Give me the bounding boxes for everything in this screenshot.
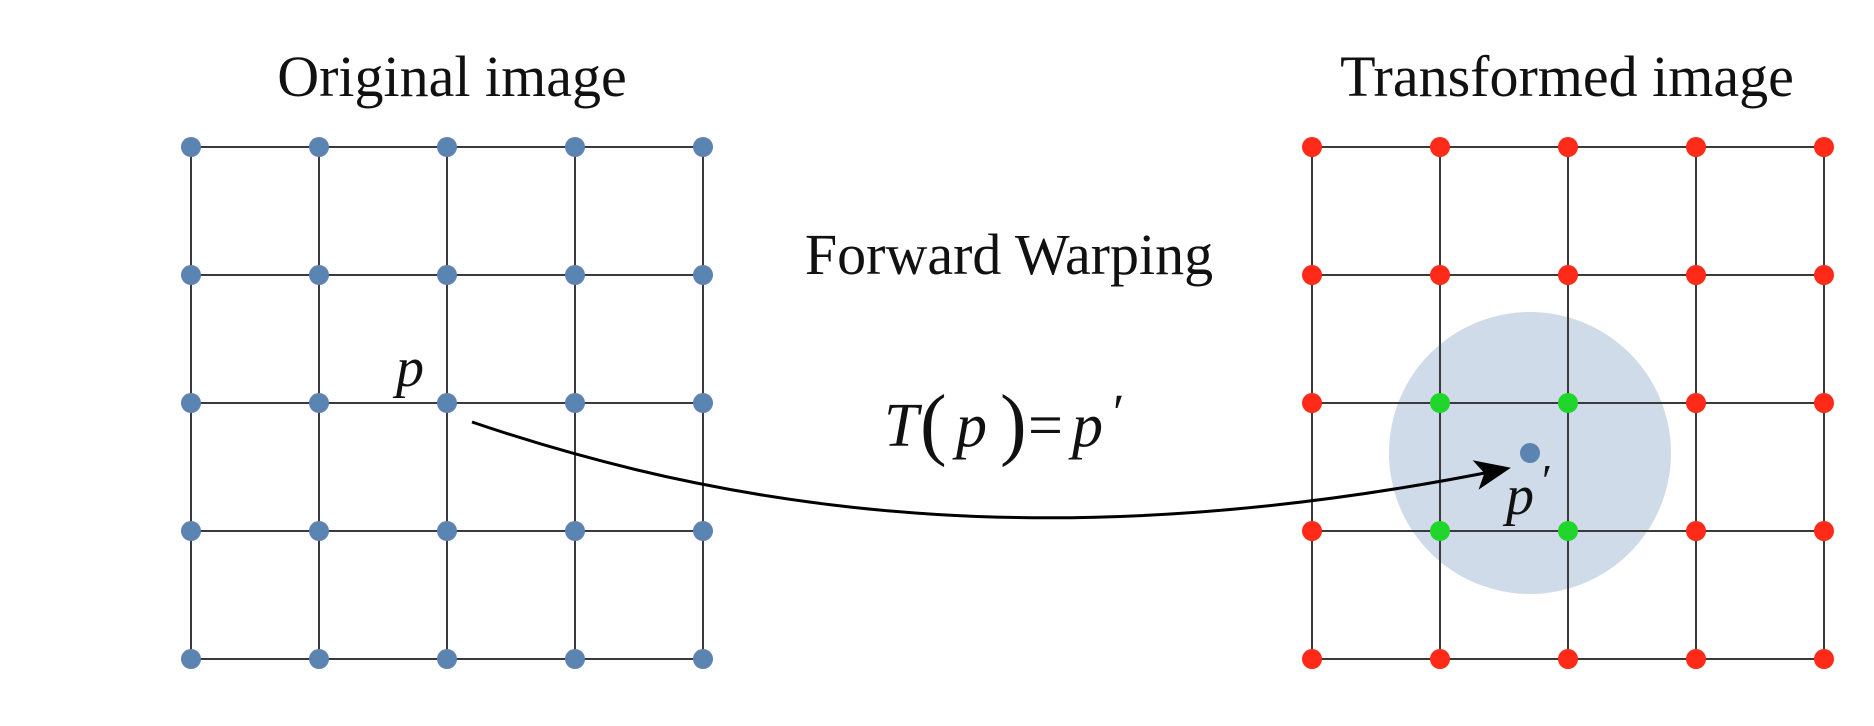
- original-image-grid: [181, 137, 713, 669]
- original-grid-node: [565, 649, 585, 669]
- transformed-grid-node: [1814, 649, 1834, 669]
- equation-p: p: [952, 392, 987, 460]
- original-grid-node: [437, 137, 457, 157]
- transformed-grid-node: [1686, 137, 1706, 157]
- mapped-point-label: p: [1502, 465, 1534, 527]
- equation-close-paren: ): [1000, 380, 1027, 468]
- equation-open-paren: (: [920, 380, 947, 468]
- transformed-grid-node: [1302, 649, 1322, 669]
- neighbor-grid-node: [1558, 521, 1578, 541]
- original-grid-node: [693, 649, 713, 669]
- equation-p-prime: p: [1068, 392, 1103, 460]
- original-grid-node: [181, 521, 201, 541]
- transformed-grid-node: [1558, 649, 1578, 669]
- original-grid-node: [565, 521, 585, 541]
- transformed-grid-node: [1558, 137, 1578, 157]
- forward-warping-caption: Forward Warping: [805, 222, 1213, 287]
- original-grid-node: [693, 137, 713, 157]
- mapped-point-dot: [1520, 443, 1540, 463]
- transformed-grid-node: [1558, 265, 1578, 285]
- transformed-grid-node: [1430, 265, 1450, 285]
- original-grid-node: [437, 393, 457, 413]
- transformed-grid-node: [1686, 393, 1706, 413]
- original-grid-node: [309, 265, 329, 285]
- transformed-grid-node: [1430, 137, 1450, 157]
- equation-equals: =: [1028, 392, 1063, 460]
- original-point-label: p: [392, 337, 424, 399]
- transformed-grid-node: [1686, 521, 1706, 541]
- transformed-grid-node: [1430, 649, 1450, 669]
- original-grid-node: [437, 265, 457, 285]
- warp-arrow: [471, 420, 1511, 520]
- transformed-grid-node: [1302, 265, 1322, 285]
- transformed-grid-node: [1814, 393, 1834, 413]
- mapped-point-prime-mark: ′: [1542, 455, 1552, 506]
- original-grid-node: [693, 265, 713, 285]
- neighbor-grid-node: [1558, 393, 1578, 413]
- transformed-grid-node: [1302, 137, 1322, 157]
- original-grid-node: [181, 393, 201, 413]
- original-grid-node: [565, 265, 585, 285]
- transformed-image-title: Transformed image: [1340, 44, 1794, 109]
- transformed-grid-node: [1302, 393, 1322, 413]
- original-grid-node: [437, 649, 457, 669]
- transformed-grid-node: [1814, 265, 1834, 285]
- original-grid-node: [693, 521, 713, 541]
- original-grid-node: [565, 393, 585, 413]
- original-grid-node: [309, 649, 329, 669]
- original-grid-node: [181, 137, 201, 157]
- transformed-grid-node: [1814, 521, 1834, 541]
- original-grid-node: [437, 521, 457, 541]
- warp-equation: T ( p ) = p ′: [884, 380, 1124, 468]
- transformed-grid-node: [1814, 137, 1834, 157]
- original-grid-node: [181, 649, 201, 669]
- transformed-grid-node: [1686, 265, 1706, 285]
- transformed-image-grid: [1302, 137, 1834, 669]
- neighbor-grid-node: [1430, 393, 1450, 413]
- equation-prime-mark: ′: [1113, 385, 1124, 442]
- neighbor-grid-node: [1430, 521, 1450, 541]
- original-image-title: Original image: [277, 44, 627, 109]
- original-grid-node: [309, 521, 329, 541]
- original-grid-node: [565, 137, 585, 157]
- original-grid-node: [309, 137, 329, 157]
- original-grid-node: [693, 393, 713, 413]
- transformed-grid-node: [1686, 649, 1706, 669]
- original-grid-node: [309, 393, 329, 413]
- equation-T: T: [884, 392, 923, 460]
- transformed-grid-node: [1302, 521, 1322, 541]
- original-grid-node: [181, 265, 201, 285]
